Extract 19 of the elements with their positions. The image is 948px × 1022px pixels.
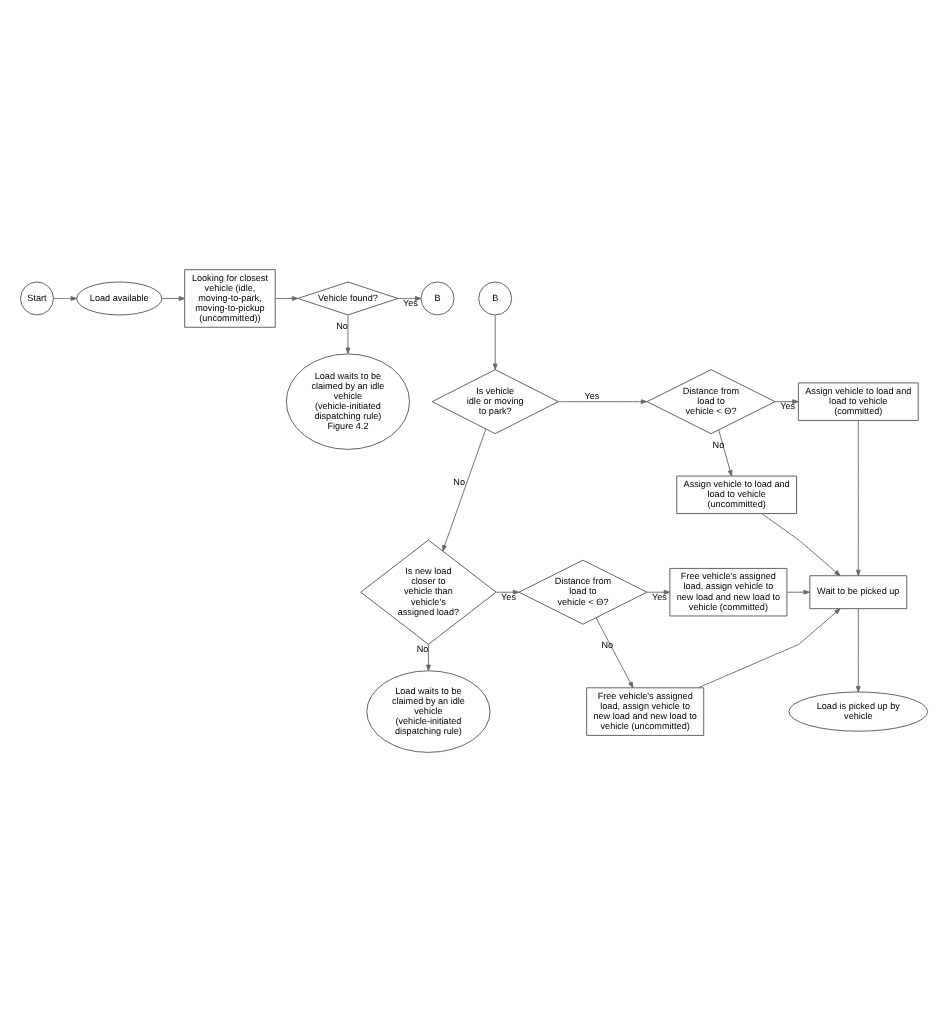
arrow	[161, 296, 186, 301]
arrow	[855, 420, 861, 577]
arrow	[774, 399, 799, 405]
arrow	[397, 296, 422, 301]
arrow	[718, 429, 733, 477]
arrow	[855, 608, 861, 693]
arrow	[274, 296, 299, 301]
arrow	[345, 314, 351, 354]
arrow	[426, 643, 431, 672]
arrow	[492, 314, 498, 370]
arrow	[53, 296, 77, 301]
arrow	[495, 589, 520, 595]
arrow	[698, 608, 841, 689]
arrow	[442, 428, 487, 552]
arrow	[761, 513, 841, 577]
arrow	[786, 589, 810, 595]
arrow	[557, 399, 648, 405]
arrow	[646, 589, 671, 595]
arrow	[595, 617, 634, 689]
